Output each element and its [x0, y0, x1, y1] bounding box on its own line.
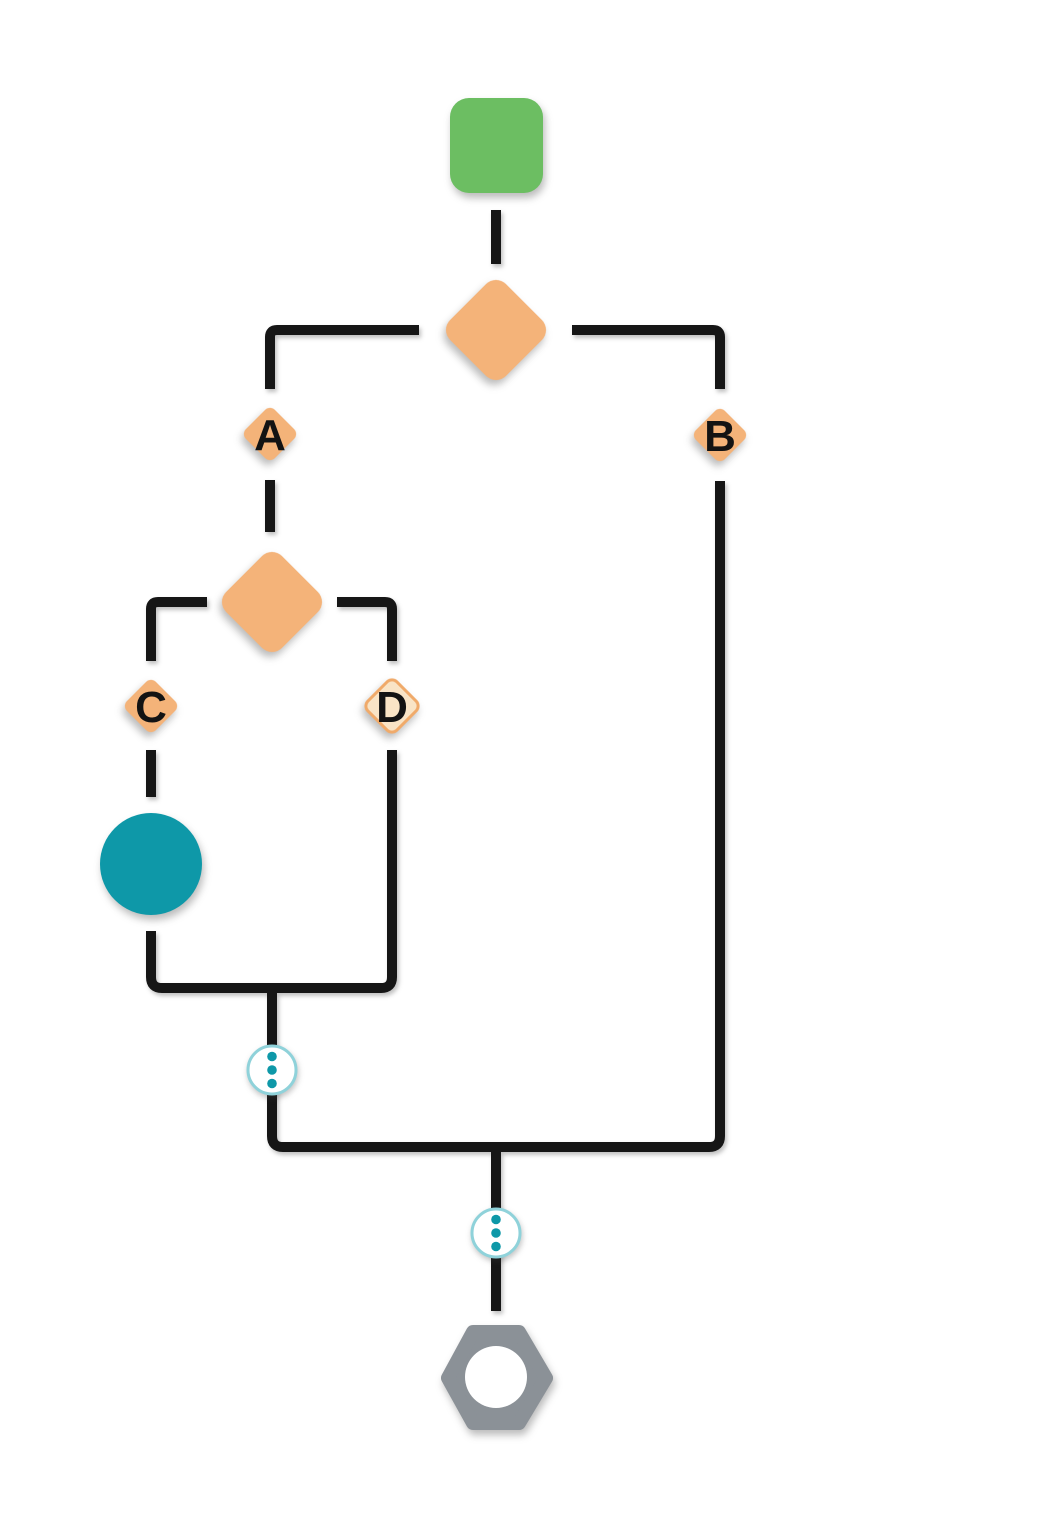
connector-decision1-branch-right [572, 325, 725, 389]
dot-icon [267, 1078, 277, 1089]
branch-c-diamond-icon[interactable] [122, 677, 180, 735]
branch-d-diamond-outline-icon[interactable] [363, 677, 421, 735]
dot-icon [491, 1228, 501, 1238]
connector-decision2-branch-right [337, 597, 397, 661]
decision2-diamond-icon[interactable] [216, 546, 328, 658]
dot-icon [267, 1065, 277, 1075]
connector1-three-dots-circle-icon [246, 1044, 298, 1096]
connector1-dots [267, 1051, 277, 1089]
branch-d-label: D [376, 683, 408, 732]
branch-a-diamond-icon[interactable] [241, 405, 299, 463]
process-circle-icon[interactable] [100, 813, 202, 915]
connector-decision2-branch-left [146, 597, 207, 661]
branch-a-label: A [254, 411, 286, 460]
dot-icon [491, 1214, 501, 1225]
dot-icon [491, 1241, 501, 1252]
start-node-rounded-square-icon[interactable] [450, 98, 543, 193]
connector-decision1-branch-left [265, 325, 419, 389]
end-hexagon-hole [465, 1346, 527, 1408]
connectors [146, 210, 725, 1311]
decision1-diamond-icon[interactable] [440, 274, 552, 386]
end-hexagon-nut-icon [441, 1325, 553, 1430]
connector2-three-dots-circle-icon [470, 1207, 522, 1259]
branch-d-diamond-group [363, 677, 421, 735]
branch-b-diamond-icon[interactable] [691, 406, 749, 464]
connector2-dots [491, 1214, 501, 1252]
connector-merge-left-b [267, 481, 725, 1152]
branch-c-label: C [135, 683, 167, 732]
dot-icon [267, 1051, 277, 1062]
branch-b-label: B [704, 412, 736, 461]
